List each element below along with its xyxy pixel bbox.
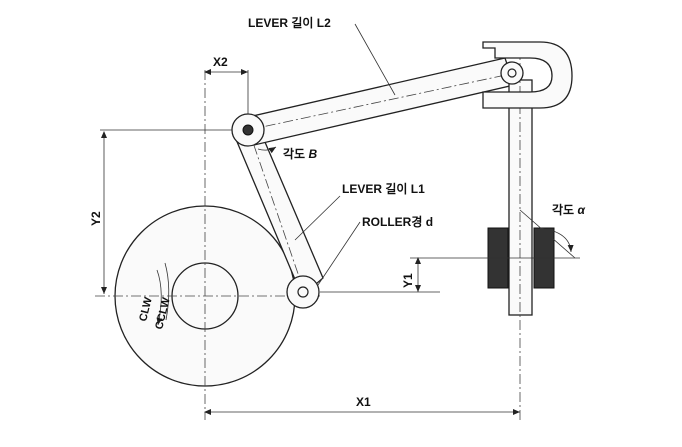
label-clw: CLW [137, 296, 155, 323]
label-y2: Y2 [89, 211, 103, 226]
label-lever-l2: LEVER 길이 L2 [248, 15, 331, 30]
angle-b-arc [257, 146, 277, 154]
label-lever-l1: LEVER 길이 L1 [342, 181, 425, 196]
dimension-y1 [320, 257, 580, 293]
label-roller: ROLLER경 d [362, 215, 433, 229]
label-x2: X2 [213, 55, 228, 69]
cam-disk [95, 70, 320, 420]
hook-bracket [482, 41, 573, 109]
label-angle-alpha: 각도 α [552, 202, 585, 217]
roller [286, 275, 320, 309]
angle-alpha-arc [519, 209, 576, 259]
pivot-joint [231, 113, 265, 147]
lever-l2 [243, 57, 516, 146]
leader-roller [317, 221, 361, 286]
label-x1: X1 [356, 395, 371, 409]
label-y1: Y1 [401, 273, 415, 288]
dimension-y2 [100, 129, 232, 294]
leader-l1 [294, 195, 341, 241]
label-angle-b: 각도 B [283, 146, 317, 161]
dimension-x2 [204, 69, 249, 114]
leader-l2 [354, 23, 396, 96]
